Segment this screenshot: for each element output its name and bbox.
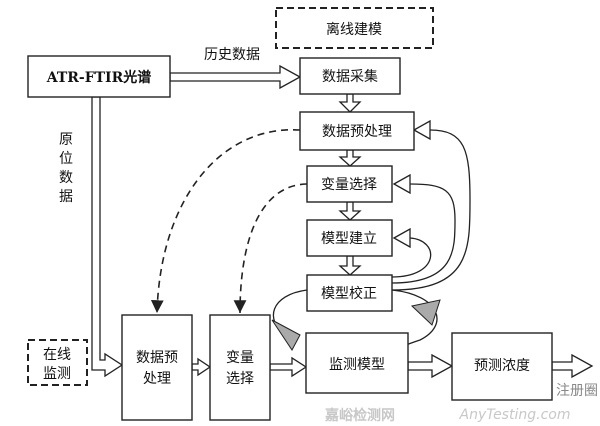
arrow-collect-to-preprocess <box>338 93 362 113</box>
loop-arrowhead-right <box>410 299 441 326</box>
dashed-link-select <box>233 183 308 314</box>
arrow-select-to-build <box>338 201 362 221</box>
atr-ftir-box: ATR-FTIR光谱 <box>27 55 171 98</box>
svg-text:离线建模: 离线建模 <box>326 21 382 38</box>
label-in-situ-data: 原 位 数 据 <box>59 132 73 205</box>
offline-modeling-box: 离线建模 <box>275 7 434 49</box>
arrow-prediction-output <box>551 353 594 379</box>
svg-text:模型建立: 模型建立 <box>321 231 377 247</box>
svg-text:变量选择: 变量选择 <box>321 177 377 193</box>
arrow-in-situ-data <box>91 96 124 378</box>
monitor-model-box: 监测模型 <box>305 332 409 394</box>
model-correct-box: 模型校正 <box>306 274 393 312</box>
svg-text:监测: 监测 <box>43 366 71 382</box>
feedback-loop-select <box>391 183 456 284</box>
preprocess-online-box: 数据预 处理 <box>121 314 193 421</box>
dashed-link-preprocess <box>150 129 301 314</box>
svg-text:数: 数 <box>59 170 73 186</box>
feedback-loop-build <box>391 237 432 278</box>
variable-select-offline-box: 变量选择 <box>306 165 393 203</box>
arrow-pre-to-select-online <box>191 357 212 377</box>
svg-text:ATR-FTIR光谱: ATR-FTIR光谱 <box>46 69 152 86</box>
svg-text:在线: 在线 <box>43 347 71 363</box>
variable-select-online-box: 变量 选择 <box>209 314 271 421</box>
svg-text:监测模型: 监测模型 <box>329 357 385 373</box>
svg-text:原: 原 <box>59 132 73 148</box>
label-historical-data: 历史数据 <box>204 47 260 63</box>
arrow-build-to-correct <box>338 255 362 276</box>
arrow-history-data <box>169 64 302 90</box>
svg-text:预测浓度: 预测浓度 <box>474 358 530 374</box>
svg-text:嘉峪检测网: 嘉峪检测网 <box>324 407 395 424</box>
svg-text:选择: 选择 <box>226 371 254 387</box>
svg-text:数据预处理: 数据预处理 <box>322 124 392 140</box>
feedback-arrowhead <box>392 227 411 249</box>
svg-text:数据预: 数据预 <box>136 350 178 366</box>
watermark: 嘉峪检测网 AnyTesting.com 注册圈 <box>324 383 598 424</box>
feedback-loop-preprocess <box>391 129 471 291</box>
svg-text:注册圈: 注册圈 <box>556 383 598 399</box>
svg-text:模型校正: 模型校正 <box>321 285 377 302</box>
svg-text:AnyTesting.com: AnyTesting.com <box>459 407 571 423</box>
arrow-model-to-prediction <box>407 353 454 379</box>
arrow-preprocess-to-select <box>338 149 362 167</box>
preprocess-offline-box: 数据预处理 <box>299 111 415 151</box>
svg-text:据: 据 <box>59 189 73 205</box>
svg-text:变量: 变量 <box>226 350 254 366</box>
feedback-arrowhead <box>412 119 431 141</box>
svg-text:数据采集: 数据采集 <box>322 68 378 85</box>
svg-text:位: 位 <box>59 151 73 167</box>
feedback-arrowhead <box>392 173 411 195</box>
predicted-concentration-box: 预测浓度 <box>451 332 553 401</box>
arrow-select-to-model <box>269 356 308 378</box>
online-monitor-box: 在线 监测 <box>27 339 88 386</box>
svg-text:处理: 处理 <box>143 371 171 387</box>
data-collection-box: 数据采集 <box>299 57 401 95</box>
model-build-box: 模型建立 <box>306 219 393 257</box>
loop-arrowhead-left <box>271 319 301 351</box>
